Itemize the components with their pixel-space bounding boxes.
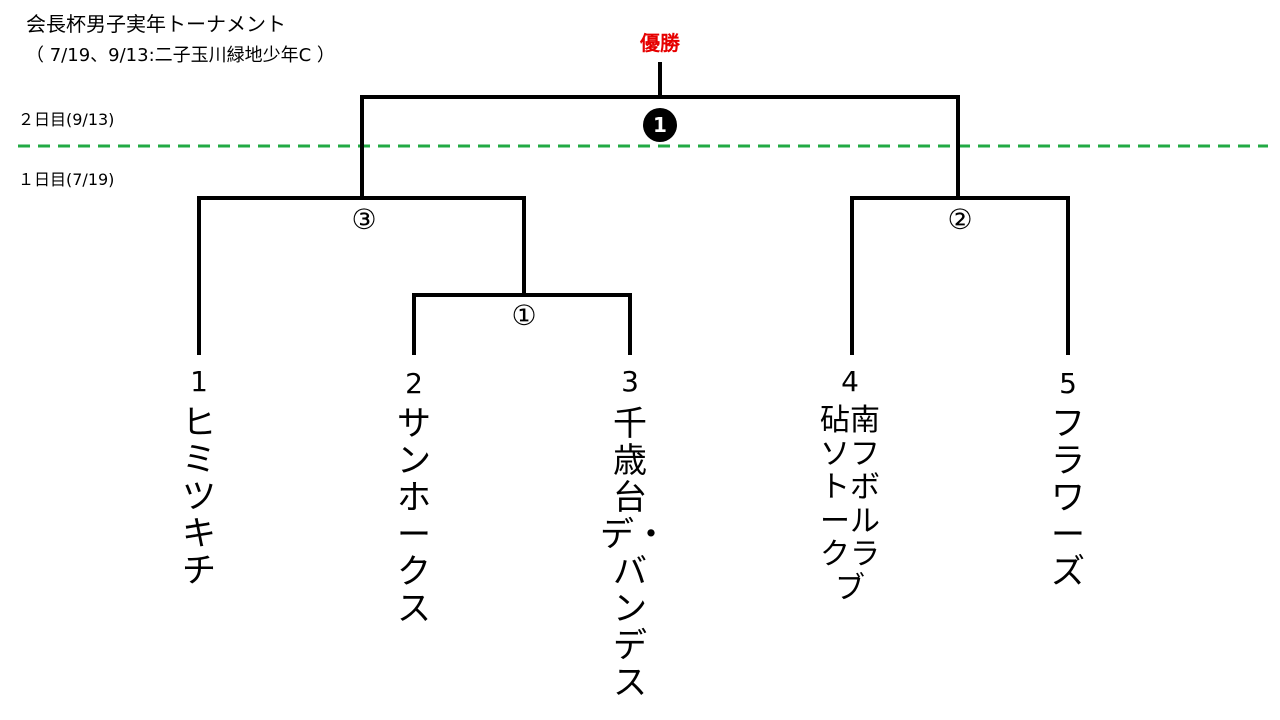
match-1-label: ① [511, 299, 537, 332]
team-2-name: サンホークス [397, 404, 431, 629]
team-4-seed: 4 [841, 365, 859, 398]
match-3-label: ③ [351, 203, 377, 236]
team-3-name: 千歳台デ・バンデス [600, 404, 668, 703]
team-3-seed: 3 [621, 365, 639, 398]
day-2-label: ２日目(9/13) [18, 110, 115, 129]
champion-label: 優勝 [640, 31, 680, 55]
team-5-seed: 5 [1059, 367, 1077, 400]
day-1-label: １日目(7/19) [18, 170, 115, 189]
team-4-name: 砧南ソフトボールクラブ [820, 403, 880, 606]
match-2-label: ② [947, 203, 973, 236]
team-1-seed: 1 [190, 365, 208, 398]
final-bracket [360, 95, 960, 198]
match-3-bracket [197, 196, 526, 355]
match-1-bracket [412, 293, 632, 355]
team-5-name: フラワーズ [1051, 404, 1085, 592]
final-match-marker: 1 [643, 108, 677, 142]
team-1-name: ヒミツキチ [182, 403, 216, 591]
team-2-seed: 2 [405, 367, 423, 400]
match-2-bracket [850, 196, 1070, 355]
tournament-title: 会長杯男子実年トーナメント [26, 12, 286, 36]
tournament-subtitle: （ 7/19、9/13:二子玉川緑地少年C ） [26, 45, 335, 66]
